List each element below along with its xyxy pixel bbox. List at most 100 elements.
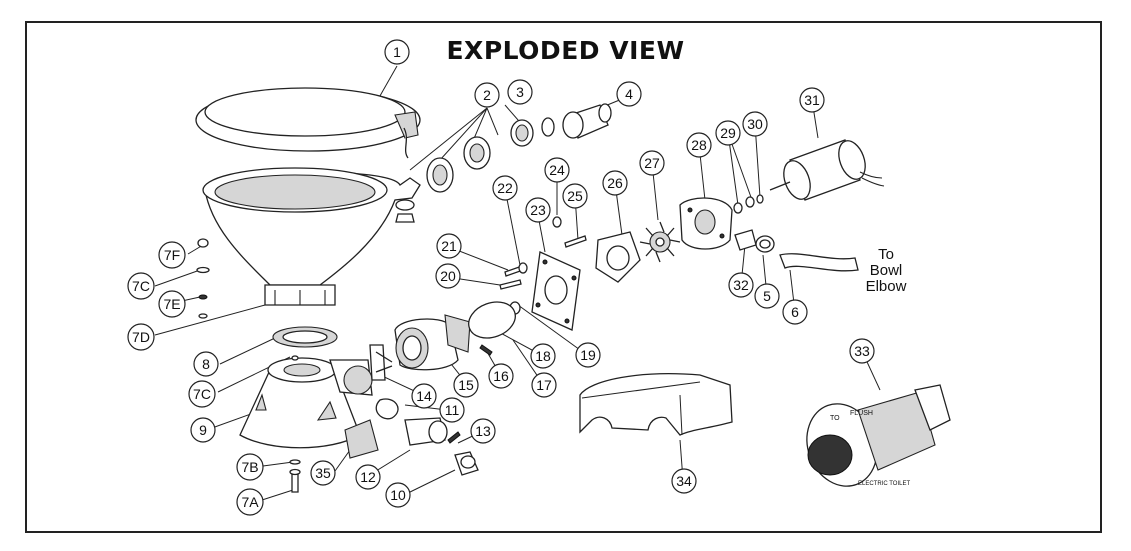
callout-1: 1 (384, 39, 410, 65)
svg-text:8: 8 (202, 356, 210, 372)
callout-13: 13 (470, 418, 496, 444)
diagram-frame (25, 21, 1102, 533)
callout-4: 4 (616, 81, 642, 107)
callout-10: 10 (385, 482, 411, 508)
callout-31: 31 (799, 87, 825, 113)
svg-text:27: 27 (644, 155, 660, 171)
callout-9: 9 (190, 417, 216, 443)
svg-text:30: 30 (747, 116, 763, 132)
mounting-plate (531, 251, 581, 331)
flush-switch: TO FLUSH ELECTRIC TOILET (806, 384, 951, 487)
callout-28: 28 (686, 132, 712, 158)
svg-text:25: 25 (567, 188, 583, 204)
callout-35: 35 (310, 460, 336, 486)
callout-7E: 7E (158, 290, 186, 318)
callout-16: 16 (488, 363, 514, 389)
svg-text:7D: 7D (132, 329, 150, 345)
svg-text:34: 34 (676, 473, 692, 489)
impeller (639, 221, 681, 263)
callout-17: 17 (531, 372, 557, 398)
knob-flush-label: FLUSH (850, 410, 873, 417)
svg-text:7A: 7A (241, 494, 259, 510)
callout-33: 33 (849, 338, 875, 364)
callout-18: 18 (530, 343, 556, 369)
callout-24: 24 (544, 157, 570, 183)
svg-text:31: 31 (804, 92, 820, 108)
diaphragm (468, 301, 516, 339)
pump-housing (394, 314, 471, 371)
callout-25: 25 (562, 183, 588, 209)
note-line-2: Bowl (870, 262, 903, 279)
toilet-bowl (202, 167, 421, 306)
shaft-seals (733, 194, 764, 214)
mounting-hardware-bottom (289, 459, 301, 493)
callout-7D: 7D (127, 323, 155, 351)
pump-cover-shroud (579, 373, 733, 436)
svg-text:33: 33 (854, 343, 870, 359)
svg-text:11: 11 (445, 402, 460, 418)
svg-text:26: 26 (607, 175, 623, 191)
screws (499, 216, 587, 290)
callout-6: 6 (782, 299, 808, 325)
pump-cover (679, 197, 733, 250)
svg-text:22: 22 (497, 180, 513, 196)
svg-text:10: 10 (390, 487, 406, 503)
svg-text:4: 4 (625, 86, 633, 102)
svg-text:35: 35 (315, 465, 331, 481)
toilet-base (239, 355, 373, 449)
svg-text:17: 17 (536, 377, 552, 393)
callout-23: 23 (525, 197, 551, 223)
callout-14: 14 (411, 383, 437, 409)
svg-text:18: 18 (535, 348, 551, 364)
svg-text:3: 3 (516, 84, 524, 100)
svg-text:2: 2 (483, 87, 491, 103)
svg-text:7B: 7B (241, 459, 258, 475)
callout-30: 30 (742, 111, 768, 137)
callout-34: 34 (671, 468, 697, 494)
svg-text:12: 12 (360, 469, 376, 485)
diagram-title: EXPLODED VIEW (446, 36, 685, 65)
svg-text:5: 5 (763, 288, 771, 304)
svg-text:29: 29 (720, 125, 736, 141)
svg-text:28: 28 (691, 137, 707, 153)
svg-text:7C: 7C (193, 386, 211, 402)
svg-text:6: 6 (791, 304, 799, 320)
knob-to-label: TO (830, 415, 840, 422)
callout-7A: 7A (236, 488, 264, 516)
outlet-fittings (734, 229, 859, 272)
valve-parts (344, 344, 479, 476)
callout-5: 5 (754, 283, 780, 309)
callout-26: 26 (602, 170, 628, 196)
bowl-elbow-note: To Bowl Elbow (866, 246, 907, 295)
impeller-gasket (595, 231, 641, 283)
svg-text:20: 20 (440, 268, 456, 284)
callout-20: 20 (435, 263, 461, 289)
toilet-lid (195, 87, 421, 159)
svg-text:32: 32 (733, 277, 749, 293)
note-line-3: Elbow (866, 278, 907, 295)
svg-text:21: 21 (441, 238, 457, 254)
svg-text:13: 13 (475, 423, 491, 439)
knob-brand-label: ELECTRIC TOILET (858, 481, 910, 487)
svg-text:9: 9 (199, 422, 207, 438)
svg-text:15: 15 (458, 377, 474, 393)
svg-text:23: 23 (530, 202, 546, 218)
pump-motor (769, 139, 885, 201)
svg-text:16: 16 (493, 368, 509, 384)
callout-22: 22 (492, 175, 518, 201)
callout-11: 11 (439, 397, 465, 423)
svg-text:24: 24 (549, 162, 565, 178)
svg-text:7C: 7C (132, 278, 150, 294)
callout-7C-top: 7C (127, 272, 155, 300)
callout-7F: 7F (158, 241, 186, 269)
callout-19: 19 (575, 342, 601, 368)
svg-text:7E: 7E (163, 296, 180, 312)
callout-7B: 7B (236, 453, 264, 481)
svg-text:1: 1 (393, 44, 401, 60)
callout-15: 15 (453, 372, 479, 398)
base-gasket (272, 326, 338, 348)
svg-text:14: 14 (416, 388, 432, 404)
svg-text:19: 19 (580, 347, 596, 363)
